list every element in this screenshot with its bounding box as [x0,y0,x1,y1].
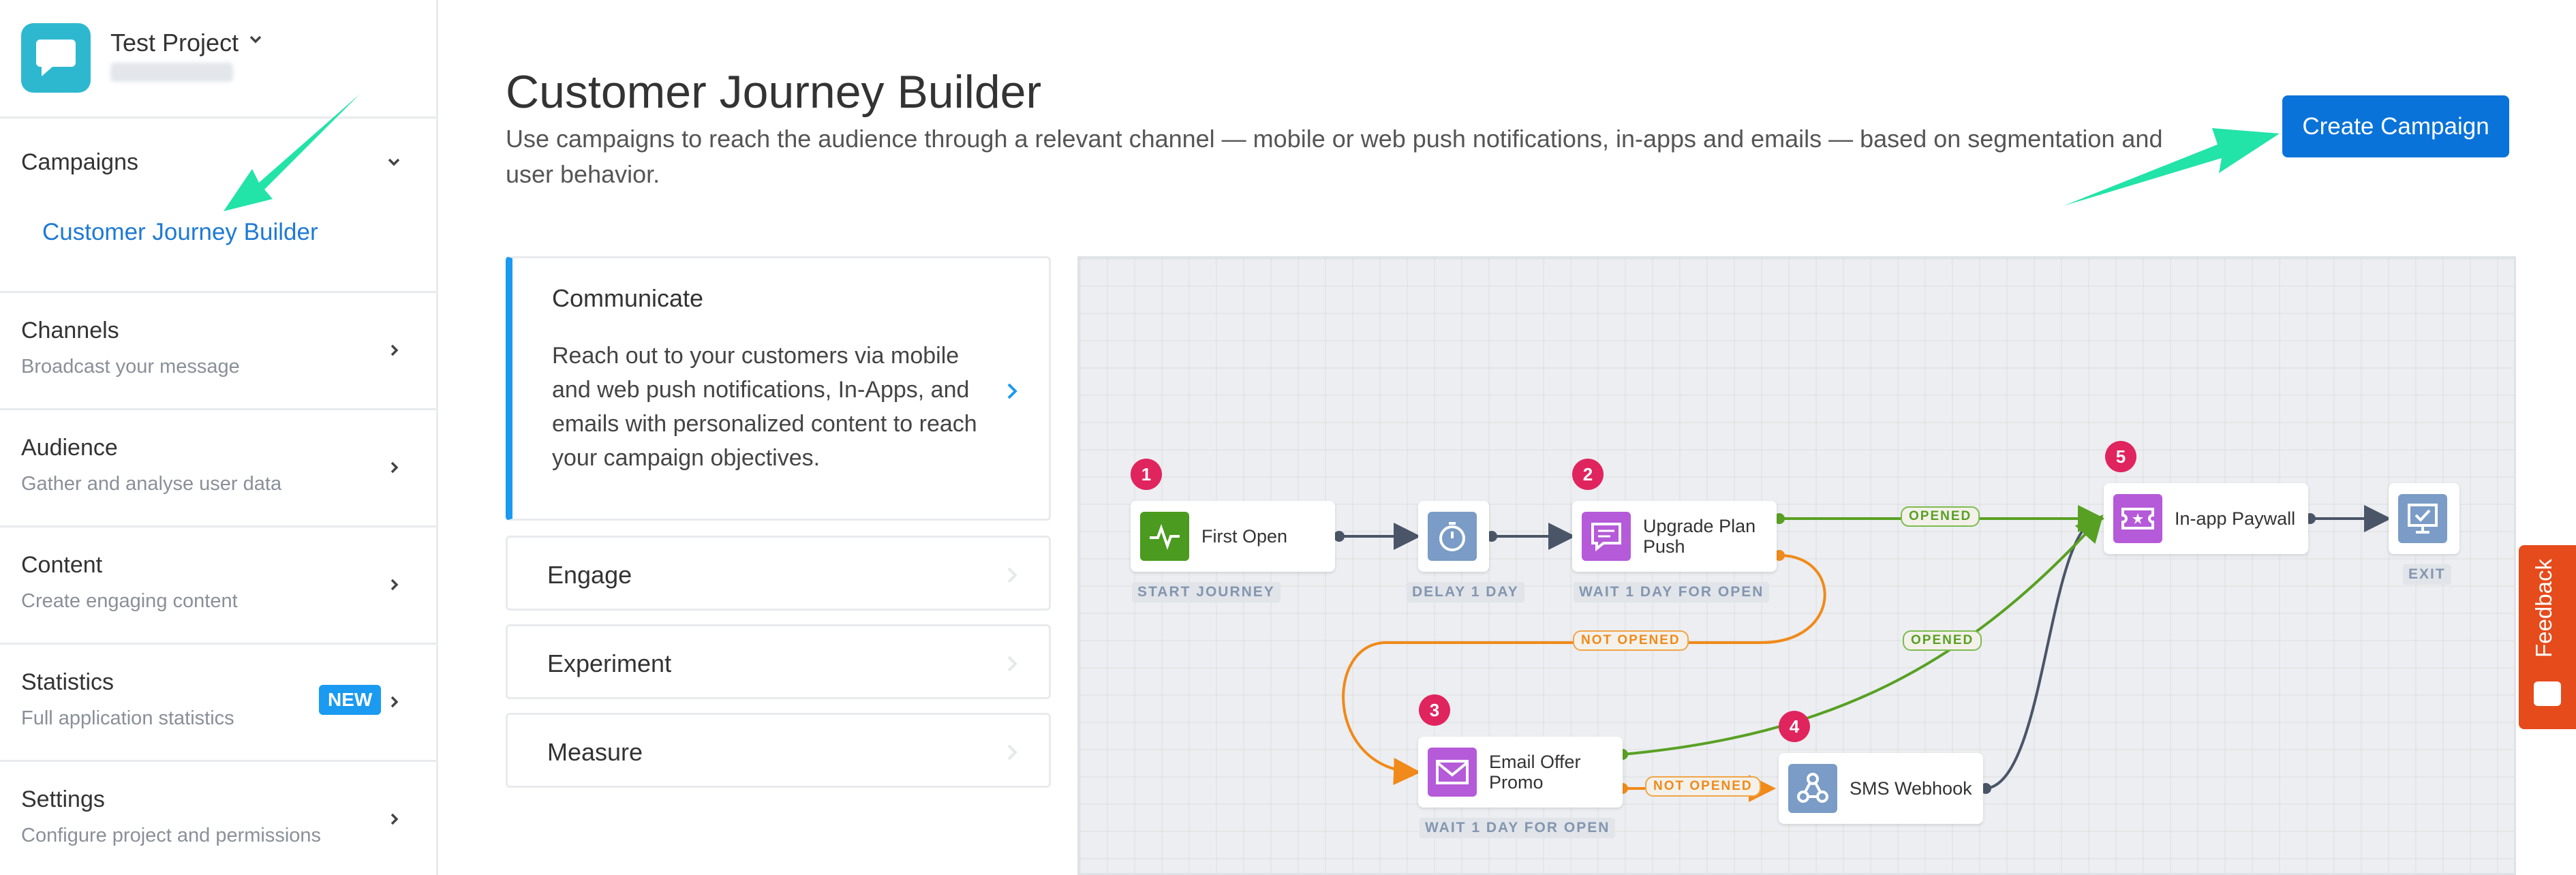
sidebar-item-audience[interactable]: Audience Gather and analyse user data [0,410,436,527]
annotation-arrow-create [2064,128,2280,206]
sidebar-item-subtitle: Gather and analyse user data [21,473,282,495]
chevron-down-icon[interactable] [384,152,403,171]
sidebar-item-subtitle: Create engaging content [21,590,238,612]
sidebar-item-content[interactable]: Content Create engaging content [0,527,436,645]
step-number: 3 [1419,694,1450,726]
sidebar-item-title: Statistics [21,669,114,695]
accordion-title: Measure [547,738,643,766]
project-switcher[interactable]: Test Project [0,0,436,119]
accordion-experiment[interactable]: Experiment [506,624,1051,699]
chevron-right-icon[interactable] [1002,380,1022,403]
page-title: Customer Journey Builder [506,66,1042,118]
chevron-right-icon [390,461,399,474]
sidebar-item-customer-journey-builder[interactable]: Customer Journey Builder [42,219,318,245]
accordion-title: Communicate [552,284,704,312]
sidebar-item-channels[interactable]: Channels Broadcast your message [0,293,436,410]
feedback-face-icon [2534,681,2561,706]
project-id-blurred [110,63,233,82]
accordion-engage[interactable]: Engage [506,536,1051,611]
accordion-title: Engage [547,561,632,589]
chevron-right-icon [390,696,399,708]
node-caption: WAIT 1 DAY FOR OPEN [1420,818,1616,838]
sidebar: Test Project Campaigns Customer Journey … [0,0,438,875]
node-exit[interactable] [2389,483,2459,554]
node-label: First Open [1201,526,1288,547]
edge-label-opened: OPENED [1901,506,1980,527]
chevron-right-icon [390,579,399,591]
sidebar-item-title: Settings [21,786,105,812]
node-upgrade-plan-push[interactable]: Upgrade Plan Push [1572,501,1777,572]
node-caption: DELAY 1 DAY [1407,582,1524,602]
edge-label-not-opened: NOT OPENED [1645,776,1761,797]
edge-label-not-opened: NOT OPENED [1573,630,1689,651]
step-number: 4 [1779,711,1810,742]
page-description: Use campaigns to reach the audience thro… [506,125,2163,188]
node-caption: WAIT 1 DAY FOR OPEN [1574,582,1770,602]
timer-icon [1428,512,1477,561]
edge-label-opened: OPENED [1903,630,1982,651]
step-number: 2 [1572,459,1604,490]
project-name: Test Project [110,29,239,57]
activity-icon [1140,512,1189,561]
node-first-open[interactable]: First Open [1131,501,1335,572]
node-label: In-app Paywall [2175,508,2296,529]
sidebar-item-settings[interactable]: Settings Configure project and permissio… [0,762,436,875]
sidebar-campaigns-title[interactable]: Campaigns [21,149,138,175]
node-email-offer-promo[interactable]: Email Offer Promo [1418,737,1623,808]
node-label: Email Offer Promo [1489,752,1581,793]
chevron-right-icon [1007,744,1017,761]
feedback-label: Feedback [2531,559,2556,658]
chevron-right-icon [390,813,399,825]
sidebar-item-title: Audience [21,435,118,461]
new-badge: NEW [319,685,382,715]
app-logo [21,23,91,93]
accordion-body: Reach out to your customers via mobile a… [552,343,977,471]
chevron-right-icon [1007,656,1017,672]
sidebar-item-subtitle: Full application statistics [21,707,234,729]
sidebar-item-title: Channels [21,318,119,343]
journey-canvas: OPENED OPENED NOT OPENED NOT OPENED 1 Fi… [1077,256,2516,875]
step-number: 1 [1131,459,1162,490]
sidebar-item-subtitle: Configure project and permissions [21,825,322,846]
sidebar-item-title: Content [21,552,103,578]
sidebar-item-statistics[interactable]: Statistics Full application statistics N… [0,645,436,762]
envelope-icon [1428,748,1477,797]
chat-bubble-icon [36,40,76,76]
node-caption: EXIT [2403,564,2451,585]
accordion-title: Experiment [547,649,672,677]
chevron-right-icon [1007,567,1017,583]
accordion-measure[interactable]: Measure [506,713,1051,788]
sidebar-item-subtitle: Broadcast your message [21,356,240,378]
node-label: SMS Webhook [1850,778,1972,799]
flag-check-icon [2398,494,2447,543]
edge-sms-paywall [1985,517,2102,790]
edge-upgrade-not-opened [1342,554,1826,785]
chevron-right-icon [390,344,399,356]
ticket-icon [2113,494,2162,543]
node-in-app-paywall[interactable]: In-app Paywall [2104,483,2308,554]
sidebar-section-campaigns: Campaigns Customer Journey Builder [0,121,436,293]
node-sms-webhook[interactable]: SMS Webhook [1779,753,1983,824]
edge-email-opened [1622,515,2104,756]
chevron-down-icon[interactable] [247,30,264,48]
node-caption: START JOURNEY [1132,582,1281,602]
accordion-communicate[interactable]: Communicate Reach out to your customers … [506,256,1051,521]
node-delay[interactable] [1418,501,1489,572]
node-label: Upgrade Plan Push [1643,516,1756,557]
webhook-icon [1788,764,1837,813]
annotation-arrow-sidebar [224,94,360,211]
step-number: 5 [2105,441,2136,472]
push-message-icon [1582,512,1631,561]
create-campaign-button[interactable]: Create Campaign [2282,95,2509,157]
feedback-tab[interactable]: Feedback [2519,545,2576,729]
